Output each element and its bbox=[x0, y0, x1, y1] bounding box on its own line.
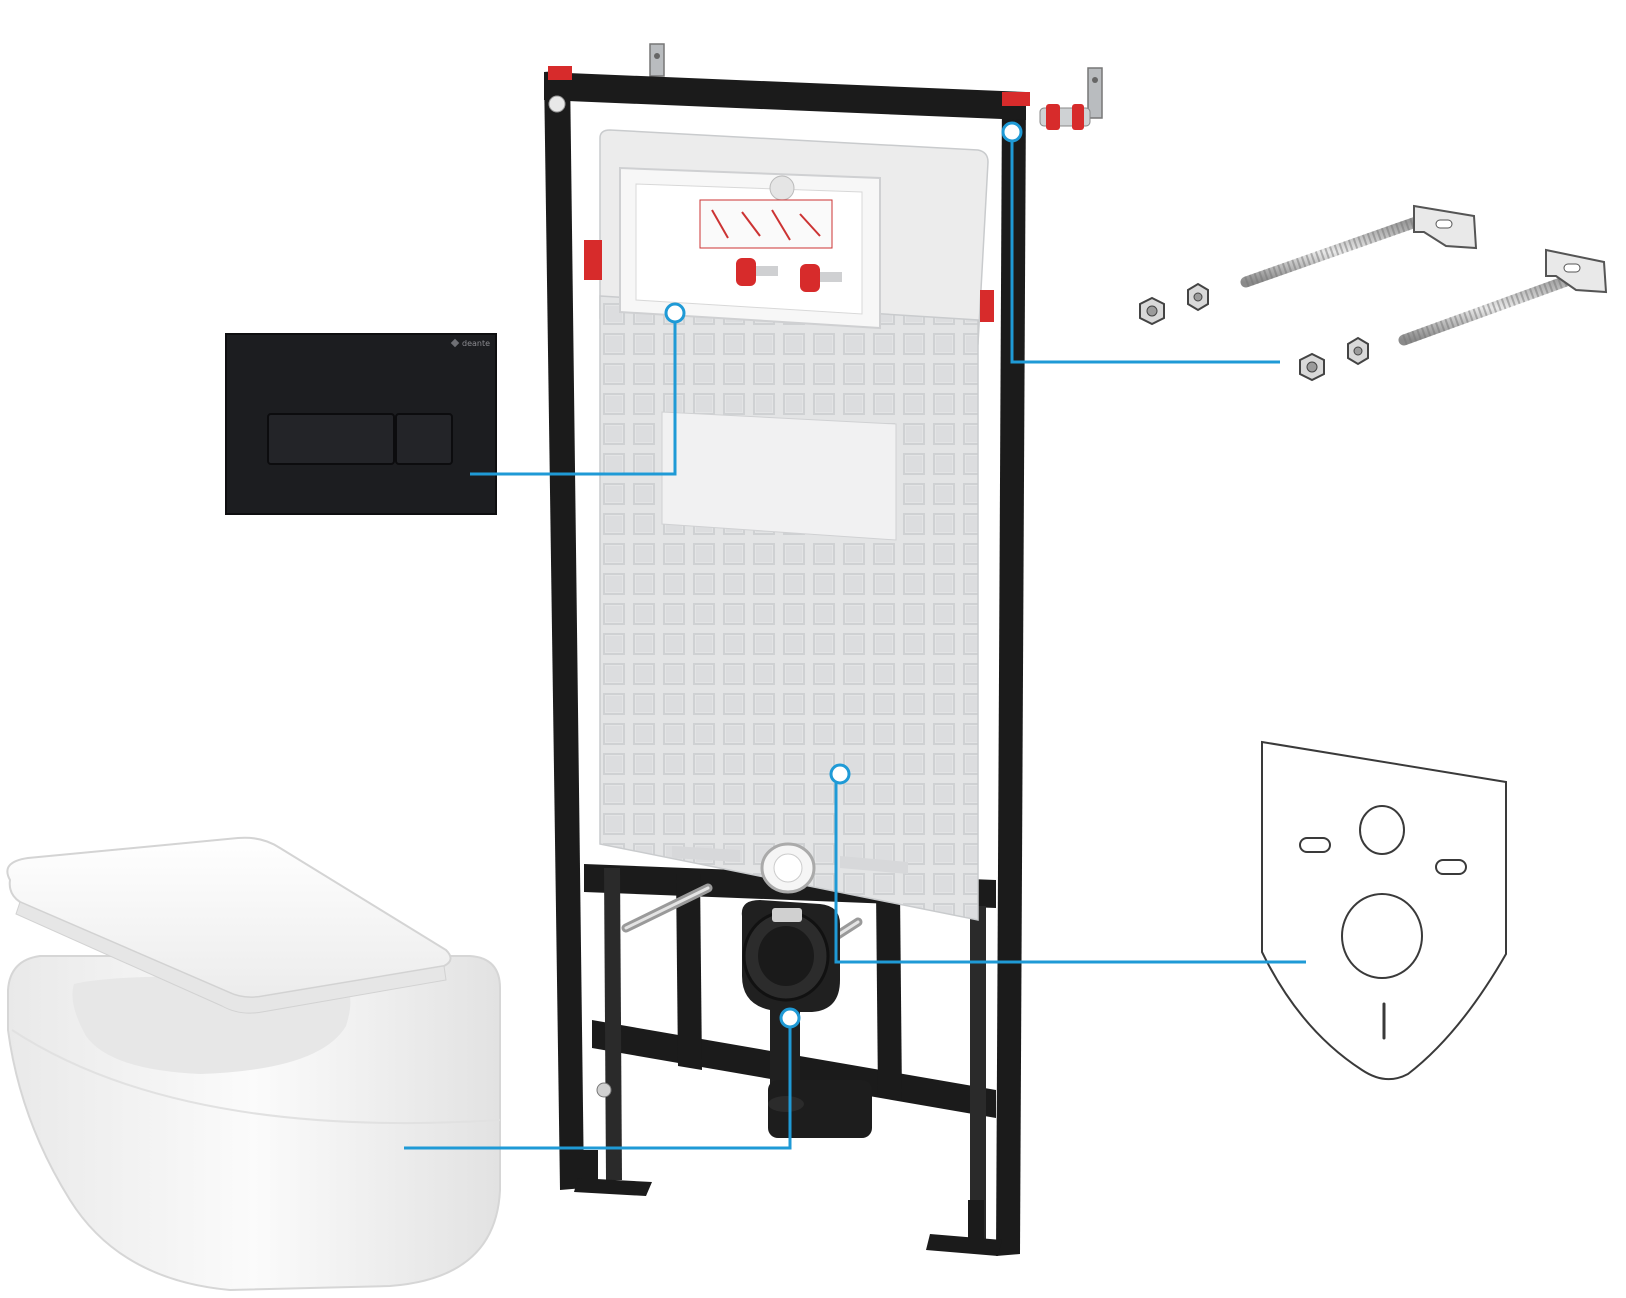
hex-nut-1 bbox=[1139, 296, 1165, 326]
threaded-rod-lower bbox=[1398, 248, 1608, 346]
threaded-rod-upper bbox=[1240, 204, 1478, 288]
callout-flush-plate bbox=[470, 302, 686, 476]
fixing-screws-kit bbox=[1139, 204, 1608, 382]
sound-insulation-pad bbox=[1261, 740, 1507, 1081]
top-mounting-bracket-right bbox=[1087, 67, 1103, 119]
hex-nut-3 bbox=[1299, 352, 1325, 382]
hex-nut-2 bbox=[1187, 282, 1209, 312]
hex-nut-4 bbox=[1347, 336, 1369, 366]
brand-diamond-icon bbox=[450, 338, 460, 348]
drain-elbow-pipe bbox=[741, 900, 872, 1138]
top-mounting-bracket-left bbox=[649, 43, 665, 77]
frame-foot-right bbox=[926, 1200, 1002, 1256]
flush-plate-logo-text: deante bbox=[462, 339, 490, 348]
callout-lines bbox=[404, 121, 1306, 1150]
callout-toilet-bowl bbox=[404, 1007, 801, 1150]
frame-foot-left bbox=[574, 1082, 652, 1196]
water-inlet-connector bbox=[1039, 104, 1091, 130]
installation-frame bbox=[544, 43, 1103, 1256]
flush-plate: deante bbox=[225, 333, 497, 515]
flush-button-large bbox=[267, 413, 395, 465]
callout-insulation-pad bbox=[829, 763, 1306, 964]
toilet-seat-lid bbox=[6, 836, 452, 1014]
flush-button-small bbox=[395, 413, 453, 465]
wall-hung-toilet-bowl bbox=[6, 836, 501, 1292]
callout-fixing-screws bbox=[1001, 121, 1280, 364]
cistern-service-box bbox=[619, 166, 881, 330]
